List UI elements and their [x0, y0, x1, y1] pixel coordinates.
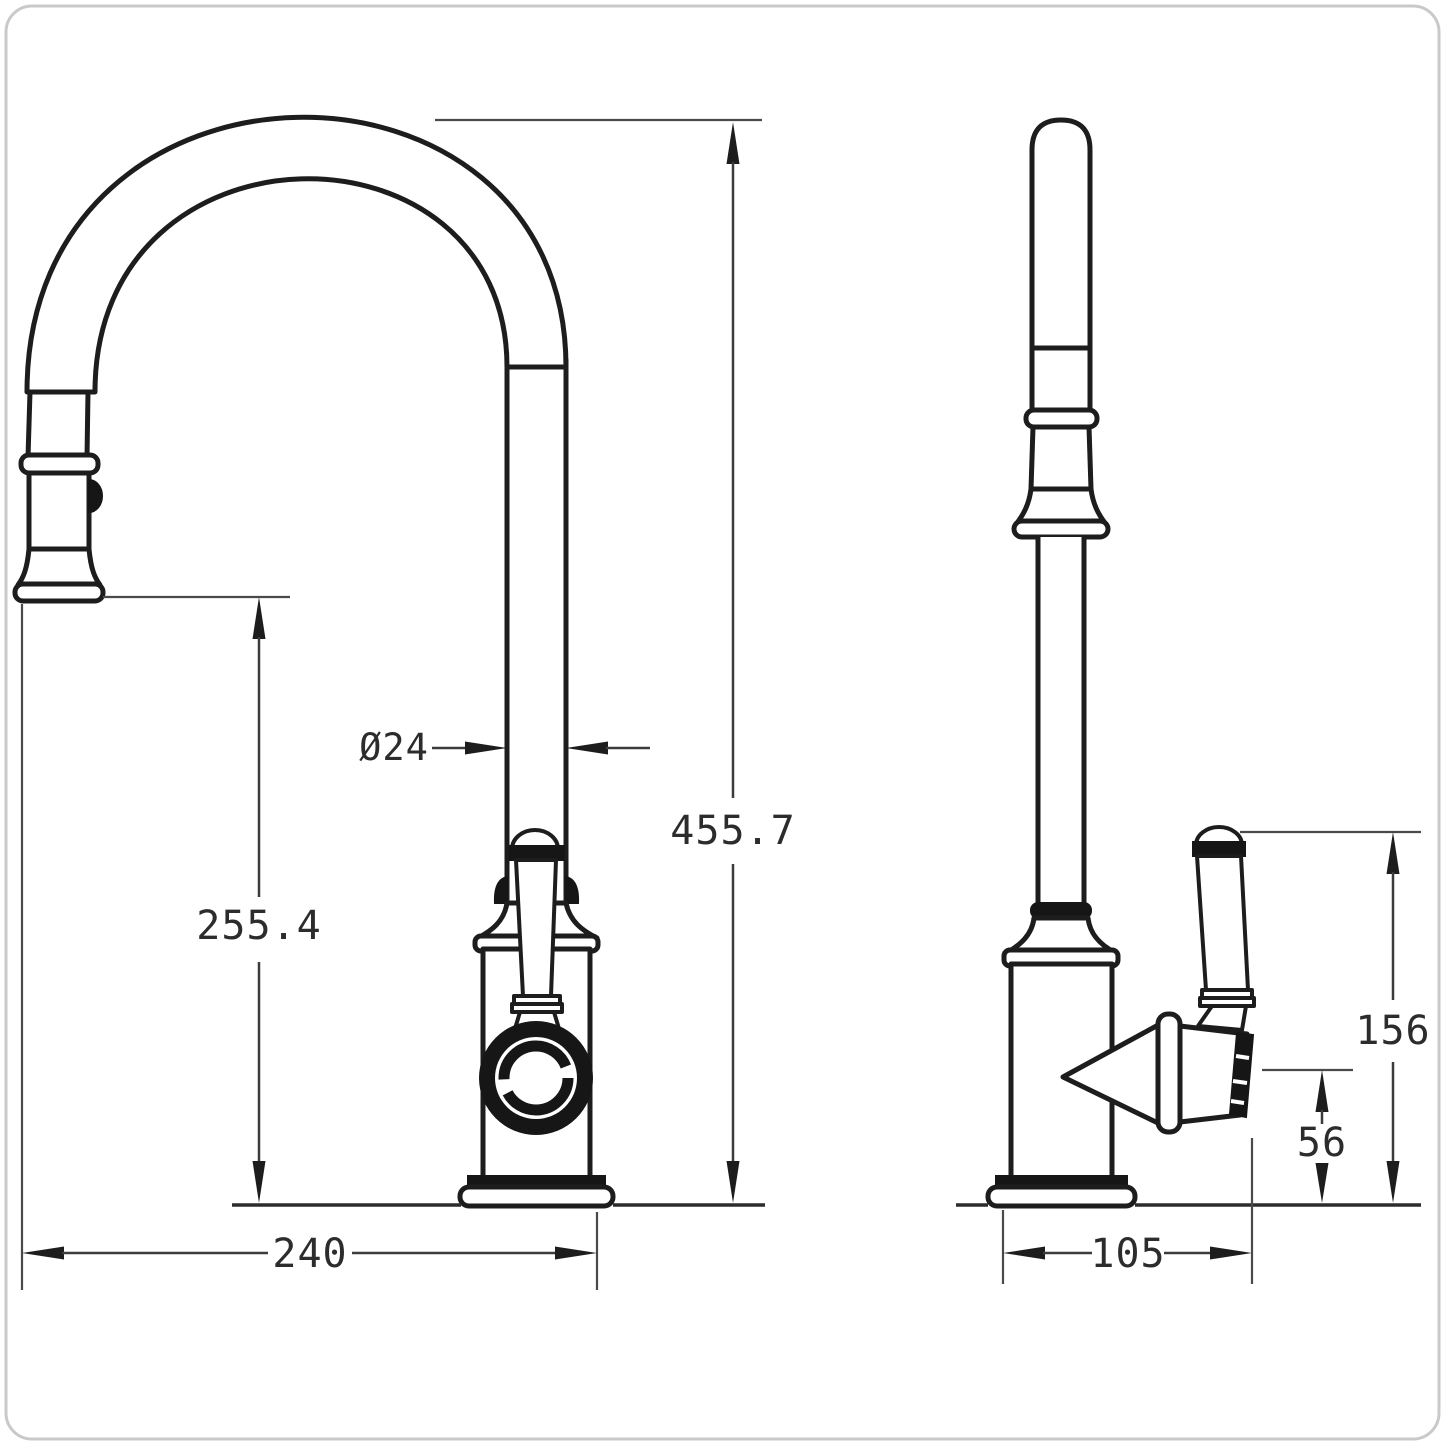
outlet-ring [1155, 1011, 1183, 1135]
arrowhead-down [1386, 1161, 1400, 1203]
side-lower-pipe-fill [1038, 537, 1084, 905]
side-handle-stem [1196, 1004, 1248, 1032]
dim-outlet-height-label: 56 [1297, 1120, 1347, 1166]
valve-inner-ring [498, 1040, 574, 1116]
side-view [956, 117, 1421, 1209]
arrowhead-right [555, 1246, 597, 1260]
dim-spout-clearance-label: 255.4 [196, 903, 321, 949]
arrowhead-up [726, 122, 740, 164]
arrowhead-left [1003, 1246, 1045, 1260]
dim-overall-depth-label: 240 [272, 1231, 347, 1277]
front-right-ear [565, 875, 580, 904]
spout-lip [12, 581, 106, 604]
spray-button [88, 478, 103, 514]
side-upper-pipe [1029, 117, 1093, 415]
spout-upper-segment [25, 389, 91, 460]
front-view [12, 114, 765, 1209]
side-handle-cap [1194, 825, 1244, 847]
arrowhead-left [22, 1246, 64, 1260]
dim-overall-depth: 240 [22, 1231, 597, 1277]
side-base-flange [985, 1184, 1138, 1209]
side-handle-blade [1195, 854, 1250, 992]
dim-spout-diameter: Ø24 [359, 726, 650, 769]
front-base-flange [457, 1184, 616, 1209]
arrowhead-down [252, 1161, 266, 1203]
spout-trumpet [15, 546, 103, 588]
spray-face-notch-2 [1232, 1079, 1248, 1085]
spray-face-notch-3 [1230, 1099, 1245, 1105]
arrowhead-right [1210, 1246, 1252, 1260]
side-collar [1023, 407, 1100, 430]
spray-face-notch-1 [1235, 1054, 1250, 1060]
dimensions: 455.7 255.4 Ø24 240 [20, 118, 1430, 1290]
side-trumpet [1014, 486, 1108, 526]
side-shoulder-flare [1005, 915, 1117, 955]
dim-handle-height: 156 [1355, 832, 1430, 1203]
front-left-ear [493, 875, 508, 904]
arrowhead-up [1386, 832, 1400, 874]
gooseneck-arch [24, 114, 569, 395]
spout-collar [18, 452, 101, 476]
valve-face [479, 1021, 593, 1135]
arrowhead-up [1315, 1070, 1329, 1112]
arrowhead-down [726, 1161, 740, 1203]
arrowhead-right [465, 741, 507, 755]
front-handle-cap [510, 828, 560, 851]
dim-spout-diameter-label: Ø24 [359, 726, 429, 769]
dim-overall-height: 455.7 [670, 122, 795, 1203]
side-mid-segment [1028, 424, 1094, 492]
front-handle-blade [514, 858, 558, 998]
dim-outlet-height: 56 [1297, 1070, 1347, 1203]
dim-spout-clearance: 255.4 [196, 597, 321, 1203]
arrowhead-left [566, 741, 608, 755]
dim-base-depth-label: 105 [1090, 1231, 1165, 1277]
arrowhead-up [252, 597, 266, 639]
front-handle-band [509, 845, 565, 861]
page-border [4, 4, 1441, 1441]
spout-mid-segment [26, 470, 92, 552]
arrowhead-down [1315, 1163, 1329, 1203]
dim-handle-height-label: 156 [1355, 1008, 1430, 1054]
spray-face [1228, 1031, 1255, 1119]
dim-base-depth: 105 [1003, 1231, 1252, 1277]
side-lip [1011, 518, 1111, 540]
dim-overall-height-label: 455.7 [670, 808, 795, 854]
side-handle-band [1192, 841, 1246, 857]
